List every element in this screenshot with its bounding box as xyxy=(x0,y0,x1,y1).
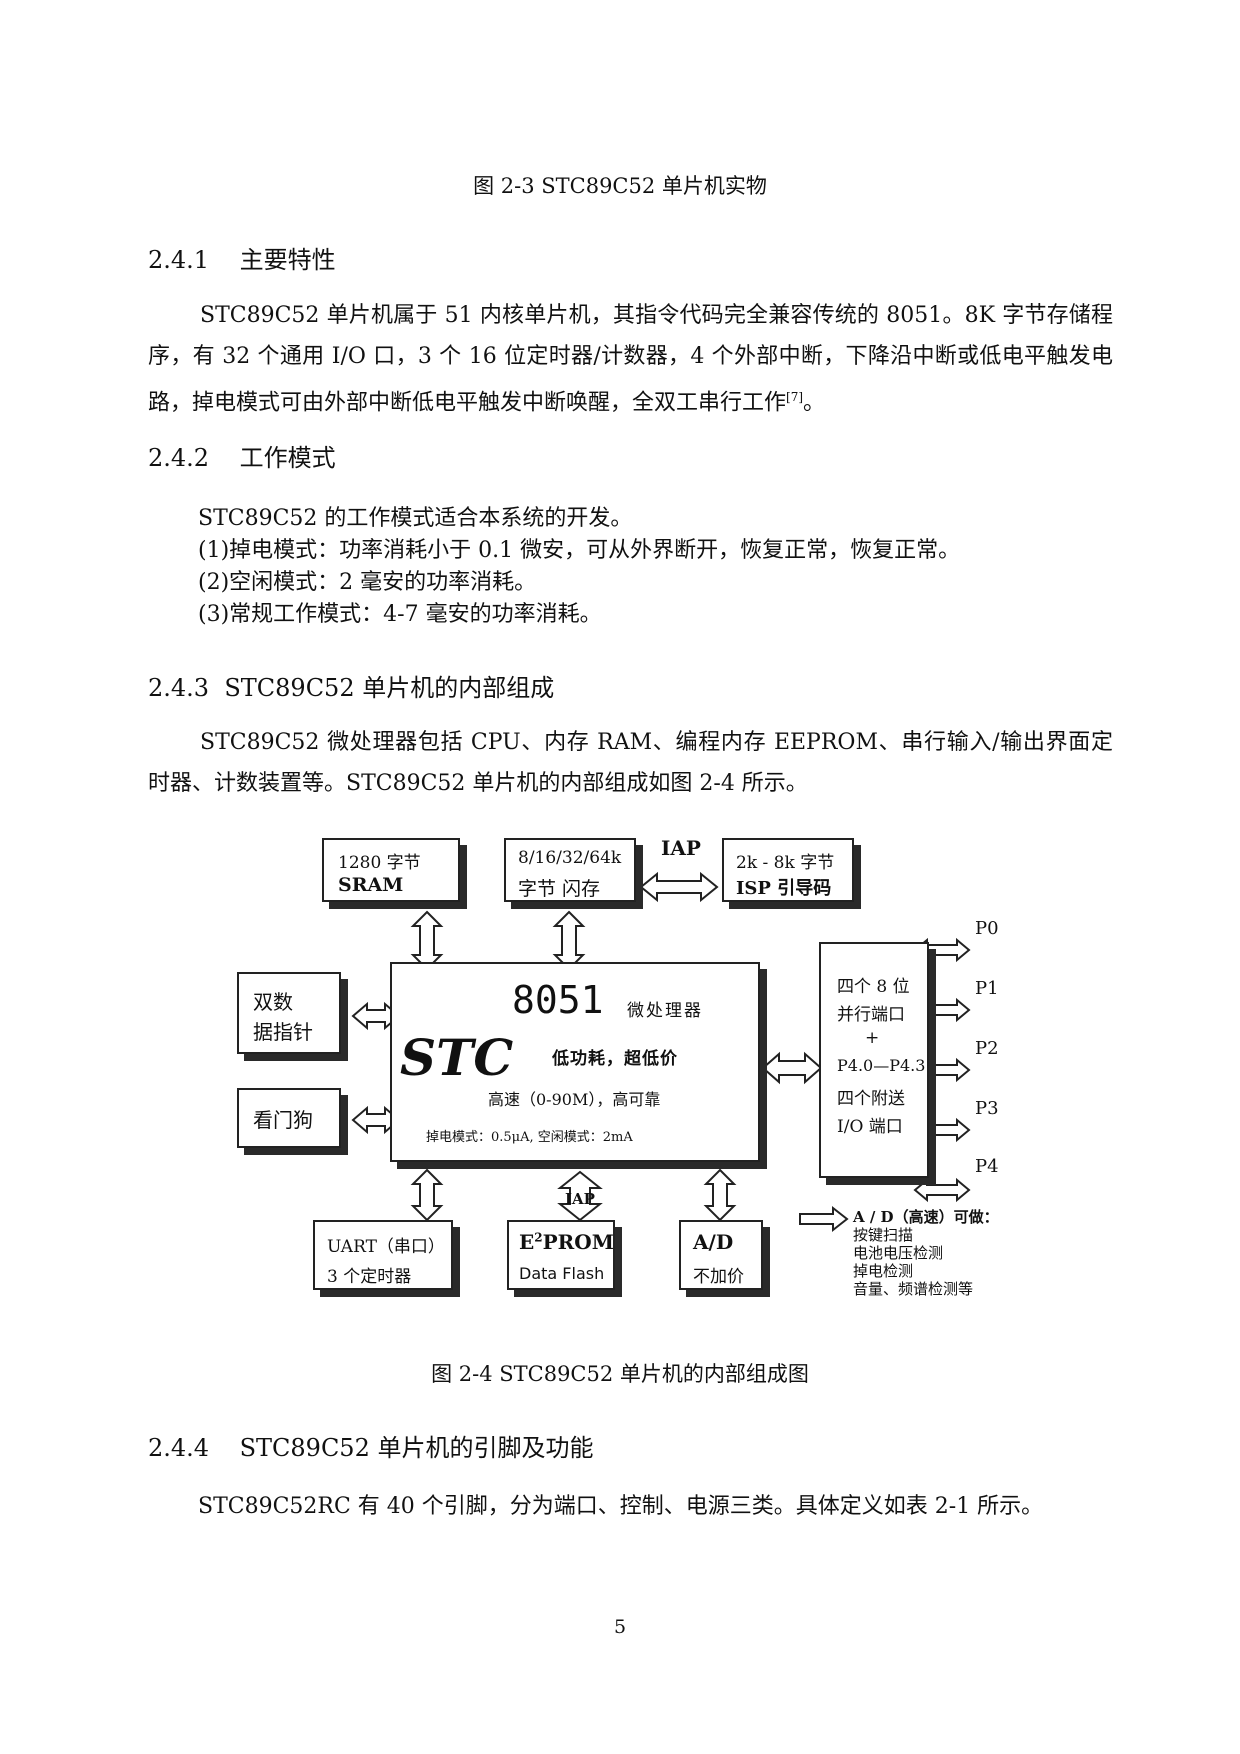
cpu-micro-label: 微处理器 xyxy=(627,1001,703,1021)
section-title: STC89C52 单片机的引脚及功能 xyxy=(239,1434,594,1462)
work-mode-item-3: (3)常规工作模式：4-7 毫安的功率消耗。 xyxy=(198,602,602,627)
isp-size: 2k - 8k 字节 xyxy=(736,853,835,873)
ad-cpu-arrow xyxy=(703,1168,737,1222)
section-2-4-3-heading: 2.4.3 STC89C52 单片机的内部组成 xyxy=(148,668,554,703)
ad-price: 不加价 xyxy=(693,1267,744,1287)
eeprom-sup: 2 xyxy=(534,1230,543,1245)
ports-line1: 四个 8 位 xyxy=(837,977,910,997)
port-label-p4: P4 xyxy=(975,1156,999,1177)
sram-cpu-arrow xyxy=(410,910,444,971)
cpu-power-modes: 掉电模式：0.5μA, 空闲模式：2mA xyxy=(426,1130,633,1145)
ports-box: 四个 8 位 并行端口 + P4.0—P4.3 四个附送 I/O 端口 xyxy=(819,942,929,1178)
section-title: 工作模式 xyxy=(239,444,336,472)
work-mode-item-2: (2)空闲模式：2 毫安的功率消耗。 xyxy=(198,570,537,595)
section-title: STC89C52 单片机的内部组成 xyxy=(224,674,555,702)
uart-line2: 3 个定时器 xyxy=(327,1267,412,1287)
section-2-4-1-heading: 2.4.1 主要特性 xyxy=(148,240,336,275)
cpu-box: 8051 微处理器 STC 低功耗，超低价 高速（0-90M），高可靠 掉电模式… xyxy=(390,962,760,1162)
dptr-box: 双数 据指针 xyxy=(237,972,341,1054)
eeprom-box: E2PROM Data Flash xyxy=(507,1220,615,1290)
isp-box: 2k - 8k 字节 ISP 引导码 xyxy=(722,838,854,902)
port-label-p2: P2 xyxy=(975,1038,999,1059)
watchdog-label: 看门狗 xyxy=(253,1108,313,1132)
ports-line2: 并行端口 xyxy=(837,1005,905,1025)
dptr-line2: 据指针 xyxy=(253,1020,313,1044)
section-2-4-2-heading: 2.4.2 工作模式 xyxy=(148,438,336,473)
eeprom-e: E xyxy=(519,1230,535,1254)
sram-label: SRAM xyxy=(338,874,404,896)
section-2-4-3-paragraph: STC89C52 微处理器包括 CPU、内存 RAM、编程内存 EEPROM、串… xyxy=(148,730,1113,796)
page-number: 5 xyxy=(613,1616,627,1638)
ports-line5: 四个附送 xyxy=(837,1089,905,1109)
section-2-4-4-paragraph: STC89C52RC 有 40 个引脚，分为端口、控制、电源三类。具体定义如表 … xyxy=(198,1494,1044,1519)
watchdog-box: 看门狗 xyxy=(237,1088,341,1148)
ad-note-title: A / D（高速）可做： xyxy=(853,1208,999,1226)
section-number: 2.4.1 xyxy=(148,246,210,274)
paragraph-text: STC89C52 单片机属于 51 内核单片机，其指令代码完全兼容传统的 805… xyxy=(148,303,1113,416)
flash-size: 8/16/32/64k xyxy=(518,848,622,868)
paragraph-end: 。 xyxy=(803,390,826,416)
sram-box: 1280 字节 SRAM xyxy=(322,838,460,902)
flash-label: 字节 闪存 xyxy=(518,878,601,900)
cpu-low-power: 低功耗，超低价 xyxy=(552,1049,678,1069)
ad-box: A/D 不加价 xyxy=(679,1220,763,1290)
p4-arrow xyxy=(913,1177,971,1203)
ports-line6: I/O 端口 xyxy=(837,1117,903,1137)
cpu-ports-arrow xyxy=(761,1051,823,1085)
diagram-arrows xyxy=(351,871,971,1233)
figure-2-3-caption: 图 2-3 STC89C52 单片机实物 xyxy=(473,174,767,198)
ports-line3: + xyxy=(865,1028,880,1048)
flash-box: 8/16/32/64k 字节 闪存 xyxy=(504,838,636,902)
dptr-line1: 双数 xyxy=(253,990,293,1014)
flash-cpu-arrow xyxy=(552,910,586,971)
sram-size: 1280 字节 xyxy=(338,853,421,873)
section-number: 2.4.4 xyxy=(148,1434,210,1462)
port-label-p0: P0 xyxy=(975,918,999,939)
ad-note-arrow xyxy=(799,1205,849,1233)
work-mode-item-1: (1)掉电模式：功率消耗小于 0.1 微安，可从外界断开，恢复正常，恢复正常。 xyxy=(198,538,961,563)
uart-box: UART（串口） 3 个定时器 xyxy=(313,1220,453,1290)
eeprom-data-flash: Data Flash xyxy=(519,1264,605,1283)
ad-label: A/D xyxy=(693,1230,734,1254)
citation-ref: [7] xyxy=(786,390,804,404)
work-mode-intro: STC89C52 的工作模式适合本系统的开发。 xyxy=(198,506,633,531)
uart-line1: UART（串口） xyxy=(327,1237,445,1257)
ad-note: A / D（高速）可做： 按键扫描 电池电压检测 掉电检测 音量、频谱检测等 xyxy=(853,1208,999,1298)
section-number: 2.4.2 xyxy=(148,444,210,472)
uart-cpu-arrow xyxy=(410,1168,444,1222)
flash-isp-arrow xyxy=(639,871,719,903)
ad-note-item: 掉电检测 xyxy=(853,1262,914,1280)
iap-bottom-label: IAP xyxy=(565,1190,595,1208)
section-2-4-1-paragraph: STC89C52 单片机属于 51 内核单片机，其指令代码完全兼容传统的 805… xyxy=(148,295,1113,423)
section-2-4-4-heading: 2.4.4 STC89C52 单片机的引脚及功能 xyxy=(148,1428,593,1463)
port-label-p1: P1 xyxy=(975,978,999,999)
eeprom-prom: PROM xyxy=(542,1230,614,1254)
isp-label: ISP 引导码 xyxy=(736,878,832,899)
cpu-8051: 8051 xyxy=(512,978,604,1022)
stc89c52-block-diagram: 1280 字节 SRAM 8/16/32/64k 字节 闪存 IAP 2k - … xyxy=(225,830,1055,1320)
ad-note-item: 音量、频谱检测等 xyxy=(853,1280,974,1298)
section-number: 2.4.3 xyxy=(148,674,210,702)
ad-note-item: 按键扫描 xyxy=(853,1226,914,1244)
cpu-speed: 高速（0-90M），高可靠 xyxy=(488,1090,661,1109)
ad-note-item: 电池电压检测 xyxy=(853,1244,944,1262)
section-title: 主要特性 xyxy=(239,246,336,274)
figure-2-4-caption: 图 2-4 STC89C52 单片机的内部组成图 xyxy=(431,1362,809,1386)
stc-logo: STC xyxy=(400,1028,514,1087)
ports-line4: P4.0—P4.3 xyxy=(837,1056,926,1075)
iap-top-label: IAP xyxy=(661,836,701,860)
port-label-p3: P3 xyxy=(975,1098,999,1119)
eeprom-label: E2PROM xyxy=(519,1230,614,1254)
